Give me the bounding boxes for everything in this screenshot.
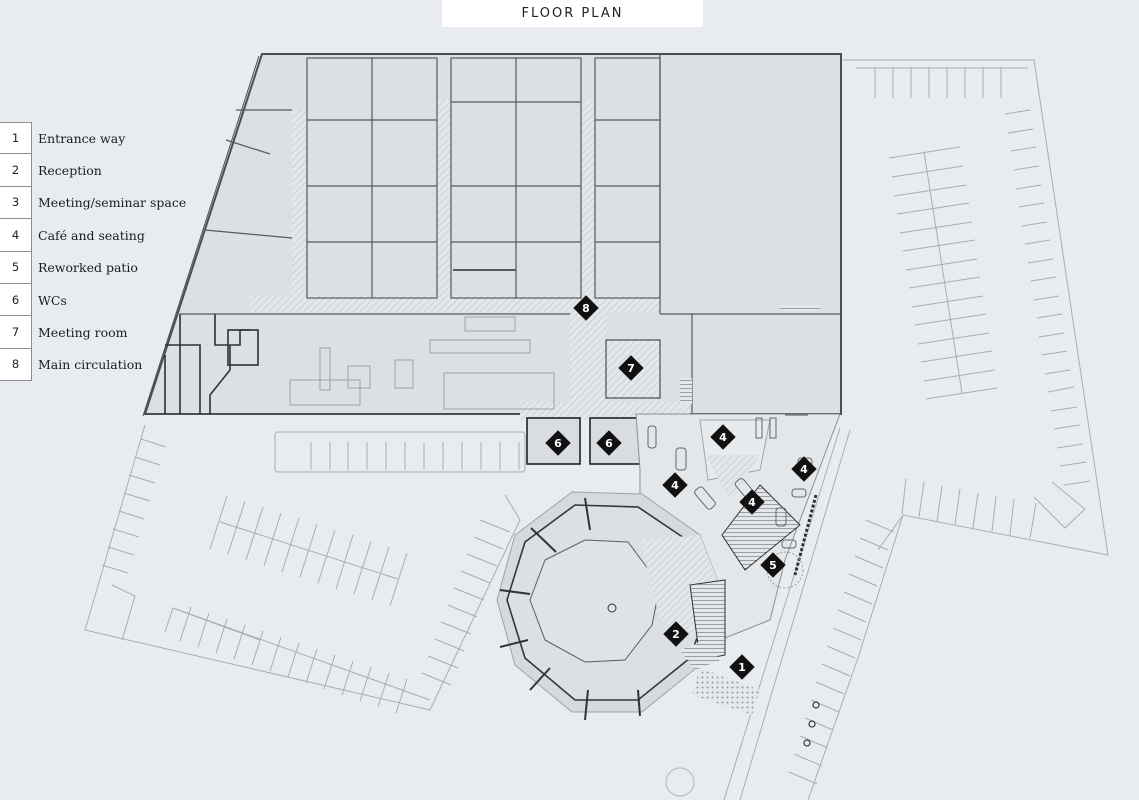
area-marker-2: 2 xyxy=(663,621,689,647)
marker-number: 2 xyxy=(672,627,680,641)
area-marker-5: 5 xyxy=(760,552,786,578)
legend-label: Reception xyxy=(38,163,102,179)
marker-number: 4 xyxy=(671,478,679,492)
area-marker-7: 7 xyxy=(618,355,644,381)
main-building xyxy=(142,53,842,465)
legend-label: Café and seating xyxy=(38,227,145,243)
wheelchair-icon xyxy=(803,701,820,747)
marker-number: 6 xyxy=(554,436,562,450)
legend-item: 5 Reworked patio xyxy=(0,251,240,284)
marker-number: 4 xyxy=(719,430,727,444)
marker-number: 5 xyxy=(769,558,777,572)
marker-number: 4 xyxy=(748,495,756,509)
legend-number: 6 xyxy=(0,283,32,317)
area-marker-8: 8 xyxy=(573,295,599,321)
legend-label: Entrance way xyxy=(38,130,126,146)
marker-number: 8 xyxy=(582,301,590,315)
legend-number: 2 xyxy=(0,154,32,187)
area-marker-4: 4 xyxy=(710,424,736,450)
legend-number: 5 xyxy=(0,251,32,284)
legend-number: 8 xyxy=(0,348,32,382)
area-marker-6: 6 xyxy=(596,430,622,456)
legend-number: 4 xyxy=(0,219,32,252)
marker-number: 6 xyxy=(605,436,613,450)
area-marker-4: 4 xyxy=(739,489,765,515)
legend-item: 3 Meeting/seminar space xyxy=(0,186,240,220)
legend-label: Main circulation xyxy=(38,357,143,373)
page-title: FLOOR PLAN xyxy=(521,6,624,21)
legend-label: Reworked patio xyxy=(38,260,138,276)
legend-number: 1 xyxy=(0,122,32,155)
marker-number: 4 xyxy=(800,462,808,476)
area-marker-4: 4 xyxy=(662,472,688,498)
legend-item: 4 Café and seating xyxy=(0,219,240,252)
legend-item: 8 Main circulation xyxy=(0,348,240,382)
legend-number: 7 xyxy=(0,316,32,349)
legend-number: 3 xyxy=(0,186,32,220)
area-marker-6: 6 xyxy=(545,430,571,456)
round-hall xyxy=(496,491,760,721)
legend-label: Meeting room xyxy=(38,325,128,341)
legend-label: WCs xyxy=(38,292,67,308)
site-parking xyxy=(84,59,1109,800)
area-marker-4: 4 xyxy=(791,456,817,482)
legend-item: 6 WCs xyxy=(0,283,240,317)
title-box: FLOOR PLAN xyxy=(442,0,703,27)
legend: 1 Entrance way 2 Reception 3 Meeting/sem… xyxy=(0,122,240,382)
legend-item: 7 Meeting room xyxy=(0,316,240,349)
area-marker-1: 1 xyxy=(729,654,755,680)
marker-number: 1 xyxy=(738,660,746,674)
legend-label: Meeting/seminar space xyxy=(38,195,187,211)
legend-item: 1 Entrance way xyxy=(0,122,240,155)
legend-item: 2 Reception xyxy=(0,154,240,187)
marker-number: 7 xyxy=(627,361,635,375)
